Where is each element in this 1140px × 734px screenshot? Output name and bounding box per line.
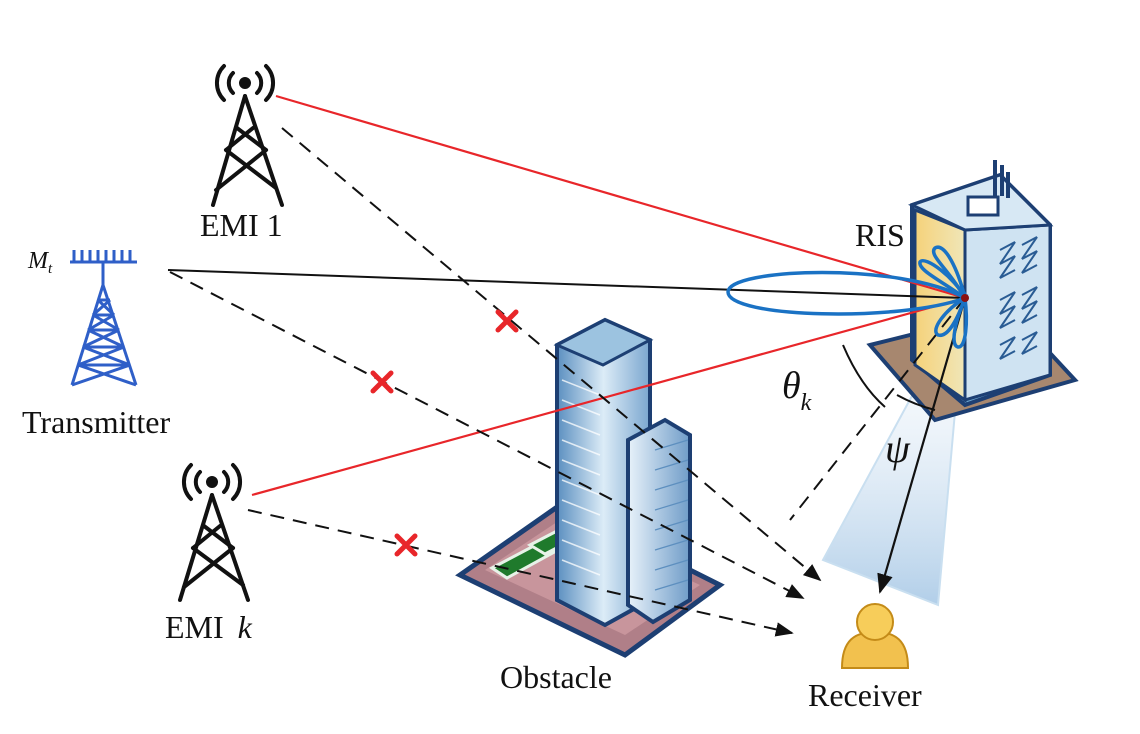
emi1-to-ris-link <box>275 94 966 300</box>
emik-blocked-link <box>247 509 794 637</box>
emik-label: EMI k <box>165 609 253 645</box>
main-beam-lobe <box>726 270 970 316</box>
ris-focal-point <box>961 294 969 302</box>
theta-angle-arc <box>842 344 886 408</box>
transmitter-tower-icon <box>70 250 138 387</box>
blocked-mark-emik <box>394 533 418 557</box>
obstacle-tower-roof <box>553 318 654 367</box>
transmitter-to-ris-link <box>167 269 966 299</box>
signal-links <box>167 94 967 637</box>
side-lobe-2 <box>918 259 967 300</box>
receiver-user-icon <box>840 603 910 669</box>
transmitter-label: Transmitter <box>22 404 171 440</box>
obstacle-label: Obstacle <box>500 659 612 695</box>
ris-roof-box <box>966 195 1000 217</box>
emi1-blocked-link <box>281 127 822 582</box>
theta-label: θk <box>782 365 812 416</box>
psi-label: ψ <box>885 426 911 471</box>
transmitter-blocked-link <box>169 271 805 599</box>
blocked-mark-transmitter <box>370 370 394 394</box>
antenna-count-label: Mt <box>27 248 53 277</box>
emik-tower-icon <box>178 463 250 602</box>
obstacle-building <box>455 317 725 658</box>
ris-roof-antennas <box>993 160 1010 198</box>
antenna-elements <box>72 250 132 262</box>
ris-to-receiver-link <box>877 297 967 594</box>
emi1-label: EMI 1 <box>200 207 283 243</box>
blocked-mark-emi1 <box>495 309 519 333</box>
obstacle-tower-short <box>626 417 692 625</box>
ris-label: RIS <box>855 217 905 253</box>
ris-beam-pattern <box>726 245 970 349</box>
blocked-marks <box>370 309 519 557</box>
obstacle-short-window-lines <box>654 439 689 591</box>
obstacle-window-lines <box>561 379 601 576</box>
receiver-label: Receiver <box>808 677 922 713</box>
side-lobe-4 <box>952 291 969 349</box>
ris-window-pattern <box>999 236 1038 360</box>
psi-angle-arc <box>896 394 936 411</box>
emi1-tower-icon <box>211 64 284 207</box>
emik-to-ris-link <box>251 296 966 497</box>
ris-building <box>866 160 1079 423</box>
